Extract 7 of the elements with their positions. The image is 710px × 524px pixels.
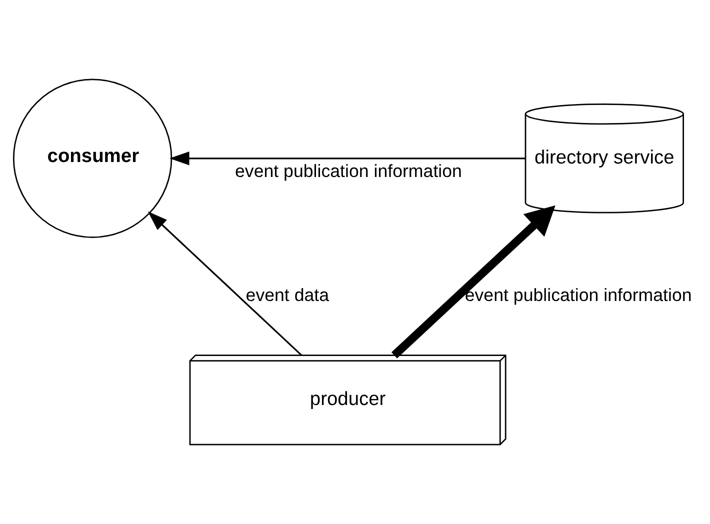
arrow [148,211,302,356]
edge-label: event data [246,284,330,305]
arrow [169,151,526,166]
arrow [391,205,556,358]
edge-label: event publication information [464,284,692,305]
edge-label: event publication information [235,160,462,181]
node-circle: consumer [12,78,172,238]
